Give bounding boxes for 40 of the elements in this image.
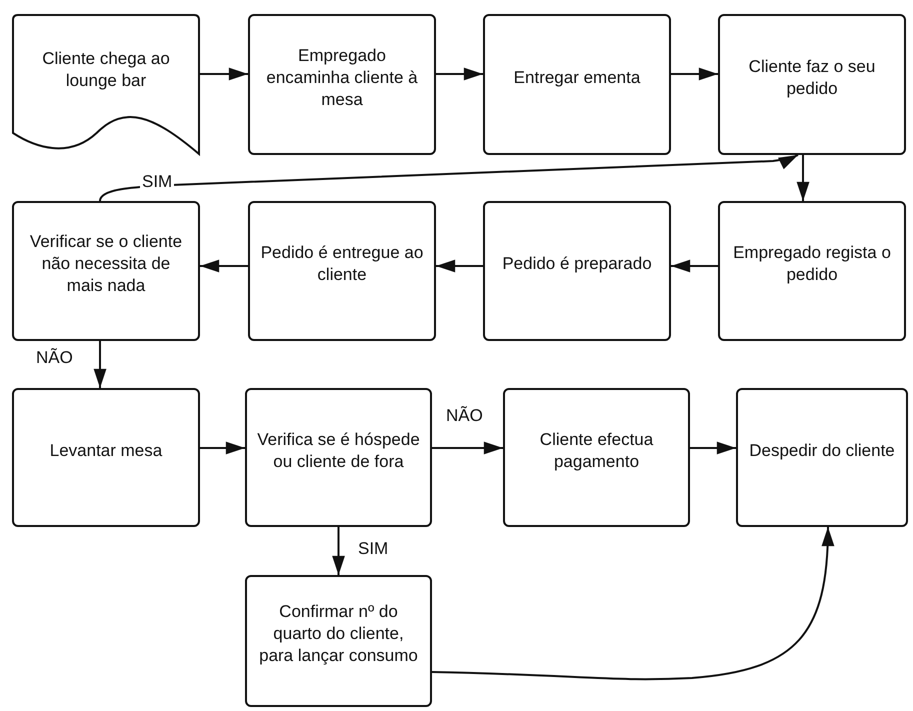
node-text: Verifica se é hóspede ou cliente de fora bbox=[256, 428, 421, 472]
node-text: Cliente chega ao lounge bar bbox=[41, 48, 171, 92]
process-box bbox=[248, 14, 436, 155]
node-text: Entregar ementa bbox=[514, 66, 640, 88]
process-box bbox=[483, 201, 671, 341]
node-text: Empregado regista o pedido bbox=[732, 242, 892, 286]
node-text: Empregado encaminha cliente à mesa bbox=[265, 44, 419, 110]
process-box bbox=[718, 201, 906, 341]
arrow bbox=[432, 442, 504, 454]
process-box bbox=[718, 14, 906, 155]
arrow bbox=[436, 68, 484, 80]
arrow bbox=[670, 260, 718, 272]
process-box bbox=[483, 14, 671, 155]
arrow bbox=[200, 260, 248, 272]
node-text: Confirmar nº do quarto do cliente, para lançar consumo bbox=[258, 601, 419, 667]
arrow bbox=[332, 527, 345, 576]
process-box bbox=[245, 388, 432, 527]
arrow bbox=[200, 68, 248, 80]
document-shape bbox=[12, 14, 200, 155]
arrow bbox=[432, 526, 834, 680]
arrow bbox=[671, 68, 718, 80]
node-text: Pedido é entregue ao cliente bbox=[260, 242, 424, 286]
node-text: Despedir do cliente bbox=[749, 440, 895, 462]
node-text: Verificar se o cliente não necessita de mais nada bbox=[28, 231, 184, 297]
process-box bbox=[248, 201, 436, 341]
arrow bbox=[436, 260, 483, 272]
node-text: Levantar mesa bbox=[50, 440, 162, 462]
process-box bbox=[245, 575, 432, 707]
arrow bbox=[690, 442, 736, 454]
node-text: Cliente efectua pagamento bbox=[538, 428, 654, 472]
arrow bbox=[796, 155, 810, 202]
arrow bbox=[200, 442, 246, 454]
process-box bbox=[736, 388, 908, 527]
process-box bbox=[503, 388, 690, 527]
arrow bbox=[94, 341, 106, 388]
node-text: Cliente faz o seu pedido bbox=[748, 56, 876, 100]
process-box bbox=[12, 201, 200, 341]
process-box bbox=[12, 388, 200, 527]
node-text: Pedido é preparado bbox=[502, 253, 652, 275]
arrow bbox=[99, 154, 798, 202]
